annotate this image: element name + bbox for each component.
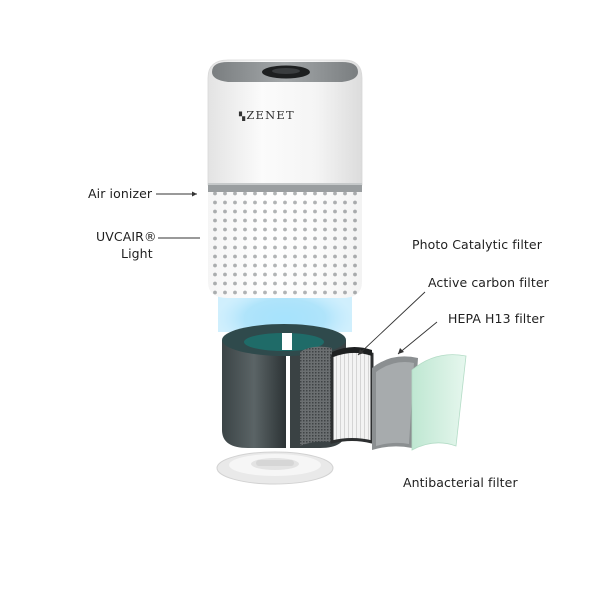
brand-logo: ▚ZENET xyxy=(239,108,295,122)
antibacterial-label: Antibacterial filter xyxy=(403,475,518,490)
filter-base-cap xyxy=(216,451,334,485)
hepa-filter-element xyxy=(330,346,374,444)
active-carbon-label: Active carbon filter xyxy=(428,275,549,290)
purifier-housing xyxy=(207,59,363,298)
uvcair-label-line1: UVCAIR® xyxy=(96,229,157,244)
photo-catalytic-label: Photo Catalytic filter xyxy=(412,237,542,252)
active-carbon-filter-element xyxy=(372,356,418,450)
photo-catalytic-filter-element xyxy=(300,346,332,446)
zenet-logo-icon: ▚ xyxy=(239,112,247,121)
uvcair-label-line2: Light xyxy=(121,246,153,261)
hepa-label: HEPA H13 filter xyxy=(448,311,545,326)
air-ionizer-label: Air ionizer xyxy=(88,186,153,201)
antibacterial-filter-element xyxy=(411,354,467,451)
active-carbon-leader xyxy=(357,291,426,356)
hepa-leader xyxy=(397,321,438,355)
